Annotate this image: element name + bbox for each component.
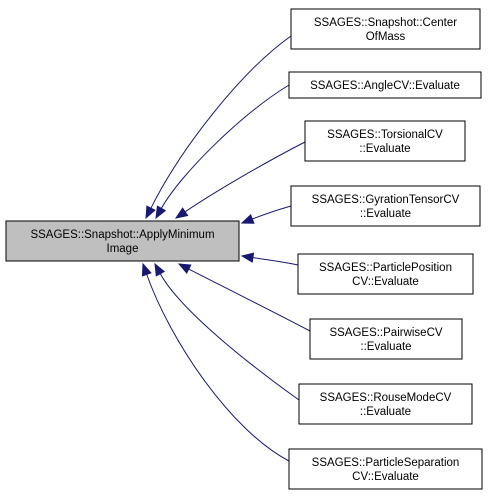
edge-c6-to-root [159, 273, 300, 401]
node-box [290, 8, 481, 50]
node-label-line-2: CV::Evaluate [352, 471, 419, 483]
arrowhead-c3 [240, 213, 255, 224]
node-label-line-1: SSAGES::ParticlePosition [319, 262, 452, 274]
node-label-line-2: ::Evaluate [360, 341, 411, 353]
edges [141, 35, 311, 462]
node-center-of-mass[interactable]: SSAGES::Snapshot::Center OfMass [290, 8, 481, 50]
edge-c4-to-root [252, 257, 299, 266]
node-rouse-mode-cv-evaluate[interactable]: SSAGES::RouseModeCV ::Evaluate [298, 383, 473, 425]
arrowhead-c6 [154, 262, 166, 277]
node-label-line-2: CV::Evaluate [352, 276, 419, 288]
node-box [290, 185, 481, 227]
node-pairwise-cv-evaluate[interactable]: SSAGES::PairwiseCV ::Evaluate [309, 318, 463, 360]
node-box [288, 71, 482, 99]
node-box [304, 120, 466, 162]
arrowhead-c7 [141, 262, 152, 277]
arrowhead-c1 [155, 205, 167, 220]
node-label-line-1: SSAGES::GyrationTensorCV [312, 194, 460, 206]
arrowhead-c0 [145, 205, 156, 220]
arrowhead-c2 [174, 207, 189, 219]
node-label-line-2: Image [107, 243, 139, 255]
node-label-line-1: SSAGES::Snapshot::Center [314, 17, 457, 29]
node-label-line-1: SSAGES::ParticleSeparation [312, 457, 460, 469]
edge-c2-to-root [184, 141, 306, 213]
node-label-line-2: OfMass [366, 31, 406, 43]
node-label-line-1: SSAGES::RouseModeCV [320, 392, 452, 404]
node-torsional-cv-evaluate[interactable]: SSAGES::TorsionalCV ::Evaluate [304, 120, 466, 162]
node-particle-position-cv-evaluate[interactable]: SSAGES::ParticlePosition CV::Evaluate [297, 253, 474, 295]
node-label-line-1: SSAGES::Snapshot::ApplyMinimum [30, 229, 214, 241]
node-label-line-2: ::Evaluate [360, 406, 411, 418]
node-box [298, 383, 473, 425]
node-label-line-1: SSAGES::PairwiseCV [329, 327, 442, 339]
edge-c5-to-root [188, 268, 311, 332]
arrowhead-c5 [177, 263, 192, 274]
node-label-line-1: SSAGES::AngleCV::Evaluate [310, 80, 460, 92]
node-label-line-2: ::Evaluate [359, 143, 410, 155]
node-apply-minimum-image[interactable]: SSAGES::Snapshot::ApplyMinimum Image [5, 220, 240, 262]
arrowhead-c4 [240, 252, 255, 263]
edge-c1-to-root [160, 84, 290, 209]
edge-c7-to-root [146, 274, 290, 462]
node-label-line-1: SSAGES::TorsionalCV [327, 129, 443, 141]
node-particle-separation-cv-evaluate[interactable]: SSAGES::ParticleSeparation CV::Evaluate [288, 448, 483, 490]
node-box [297, 253, 474, 295]
edge-c0-to-root [150, 35, 292, 209]
node-angle-cv-evaluate[interactable]: SSAGES::AngleCV::Evaluate [288, 71, 482, 99]
node-box [288, 448, 483, 490]
node-gyration-tensor-cv-evaluate[interactable]: SSAGES::GyrationTensorCV ::Evaluate [290, 185, 481, 227]
node-box [5, 220, 240, 262]
node-label-line-2: ::Evaluate [360, 208, 411, 220]
edge-c3-to-root [252, 205, 292, 220]
node-box [309, 318, 463, 360]
